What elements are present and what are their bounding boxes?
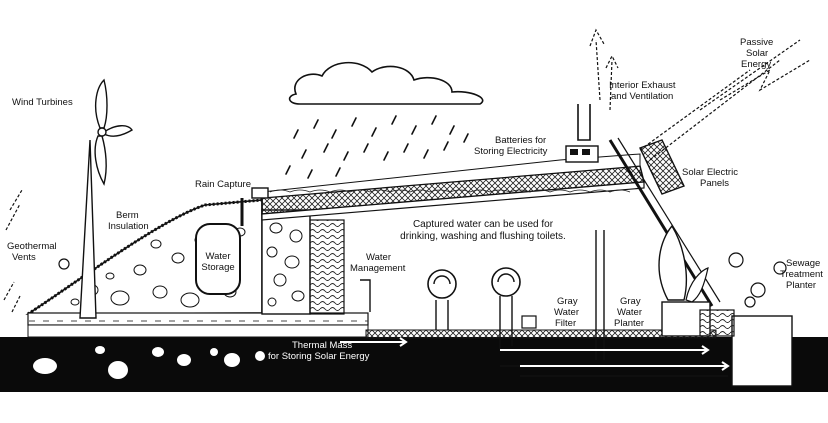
- ground-flow-arrows: [340, 337, 730, 371]
- label-geothermal-vents-1: Geothermal: [7, 241, 57, 252]
- label-rain-capture: Rain Capture: [195, 179, 251, 190]
- passive-solar-rays: [639, 39, 811, 161]
- label-gray-water-planter-2: Water: [617, 307, 642, 318]
- label-sewage-1: Sewage: [786, 258, 821, 269]
- wave-wall: [309, 219, 345, 315]
- sewage-planter-plants: [58, 252, 787, 308]
- label-thermal-mass-2: for Storing Solar Energy: [268, 351, 370, 362]
- label-berm-insulation-1: Berm: [116, 210, 139, 221]
- label-solar-panels-1: Solar Electric: [682, 167, 738, 178]
- ground-rocks: [33, 346, 265, 379]
- label-batteries-2: Storing Electricity: [474, 146, 548, 157]
- label-gray-water-planter-1: Gray: [620, 296, 641, 307]
- label-sewage-3: Planter: [786, 280, 817, 291]
- label-captured-water-2: drinking, washing and flushing toilets.: [400, 231, 566, 242]
- label-passive-solar-1: Passive: [740, 37, 774, 48]
- roof-insulation: [261, 153, 641, 199]
- wind-turbine-blades: [94, 78, 133, 186]
- label-solar-panels-2: Panels: [700, 178, 730, 189]
- label-gray-water-filter-1: Gray: [557, 296, 578, 307]
- planter-edge: [699, 309, 735, 337]
- gray-water-planter-plant: [658, 224, 687, 301]
- label-thermal-mass-1: Thermal Mass: [292, 340, 353, 351]
- rain-drops: [285, 115, 469, 179]
- cloud: [288, 61, 484, 105]
- label-berm-insulation-2: Insulation: [108, 221, 149, 232]
- label-gray-water-planter-3: Planter: [614, 318, 645, 329]
- geothermal-arrows: [3, 189, 23, 313]
- label-water-storage-2: Storage: [201, 262, 235, 273]
- label-passive-solar-2: Solar: [746, 48, 769, 59]
- rain-gutter: [251, 187, 269, 199]
- label-interior-exhaust-2: and Ventilation: [611, 91, 674, 102]
- label-water-management-1: Water: [366, 252, 391, 263]
- label-water-management-2: Management: [350, 263, 406, 274]
- water-storage-tank: [195, 223, 241, 295]
- label-captured-water-1: Captured water can be used for: [412, 219, 554, 230]
- gray-water-filter: [521, 315, 537, 329]
- exhaust-arrows: [589, 28, 619, 111]
- label-sewage-2: Treatment: [780, 269, 823, 280]
- label-interior-exhaust-1: Interior Exhaust: [609, 80, 676, 91]
- label-passive-solar-3: Energy: [741, 59, 772, 70]
- label-geothermal-vents-2: Vents: [12, 252, 36, 263]
- recycle-symbols: [427, 267, 521, 299]
- label-wind-turbines: Wind Turbines: [12, 97, 73, 108]
- wind-turbine-tower: [79, 139, 97, 319]
- label-gray-water-filter-2: Water: [554, 307, 579, 318]
- solar-electric-panels: [639, 139, 685, 195]
- exhaust-chimney: [577, 104, 591, 141]
- label-batteries-1: Batteries for: [495, 135, 547, 146]
- berm-grass: [27, 198, 263, 316]
- sewage-treatment-planter-box: [731, 315, 793, 387]
- thermal-mass-floor: [27, 324, 369, 338]
- label-gray-water-filter-3: Filter: [555, 318, 577, 329]
- label-water-storage-1: Water: [205, 251, 231, 262]
